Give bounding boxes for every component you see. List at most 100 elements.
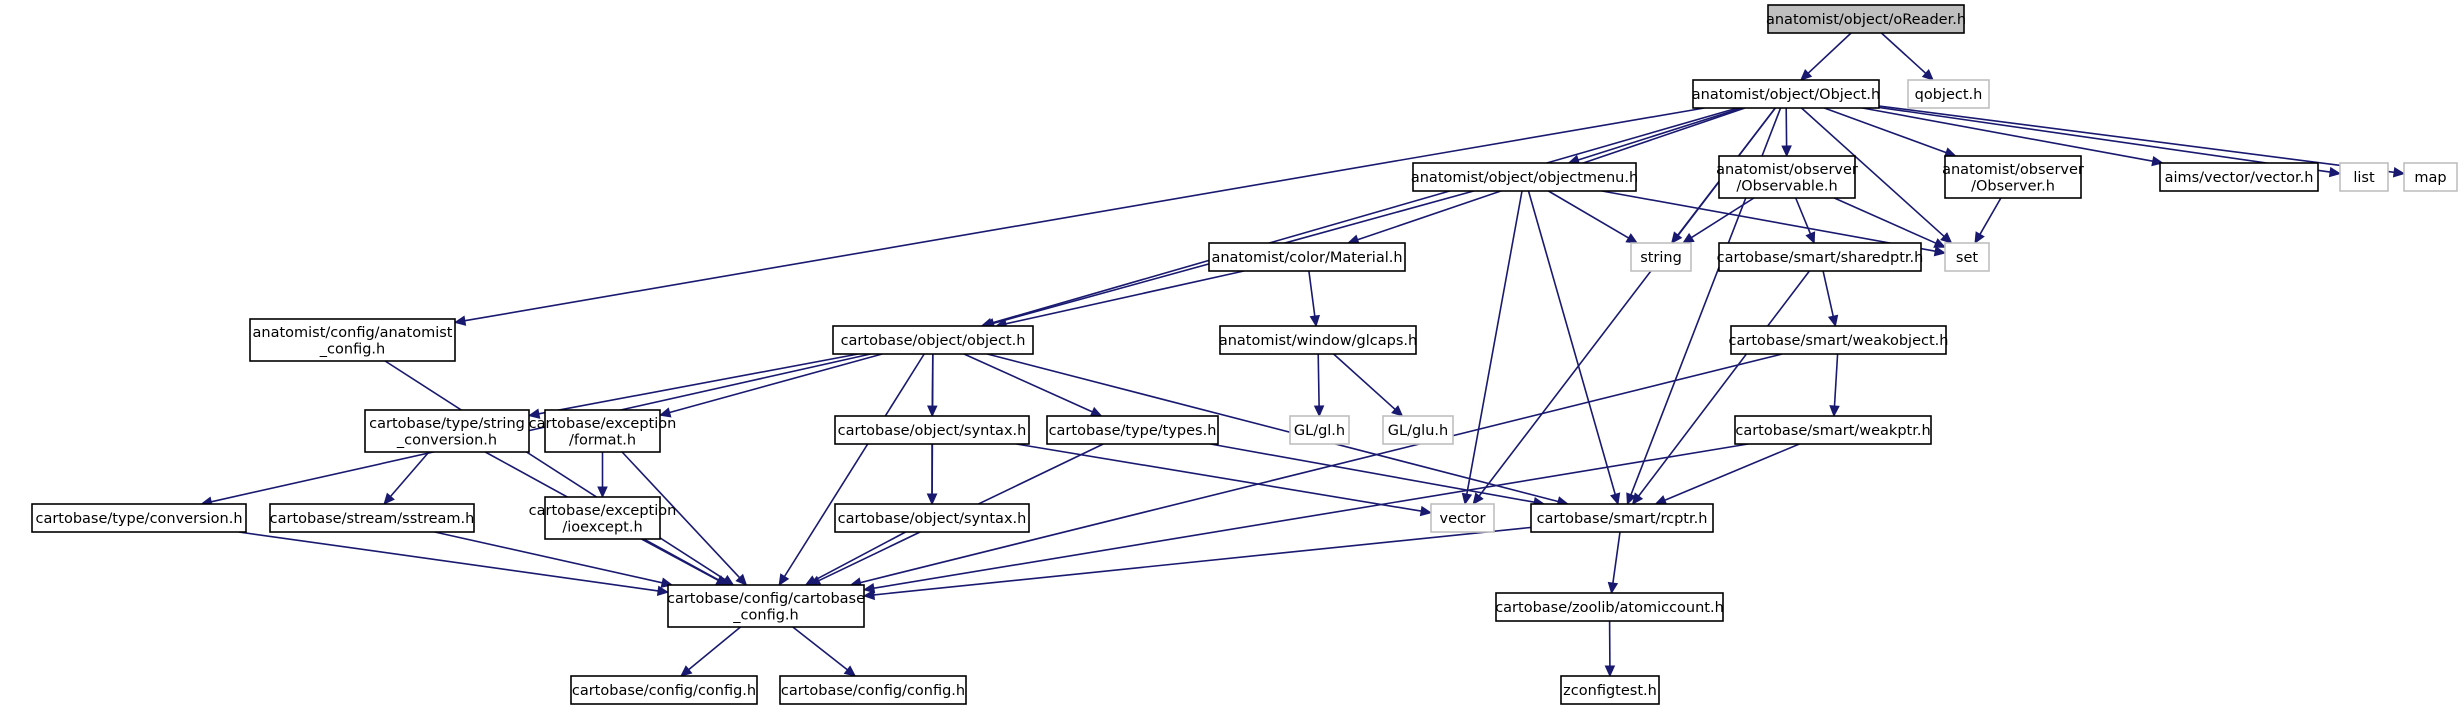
node-label: set bbox=[1956, 250, 1978, 266]
node-box bbox=[249, 318, 456, 362]
node-sstream[interactable]: cartobase/stream/sstream.h bbox=[269, 503, 475, 533]
node-label: list bbox=[2353, 170, 2375, 186]
dependency-edge bbox=[778, 353, 925, 587]
node-excformat[interactable]: cartobase/exception/format.h bbox=[529, 409, 677, 453]
edge-line bbox=[990, 107, 1738, 324]
node-glcaps[interactable]: anatomist/window/glcaps.h bbox=[1219, 325, 1417, 355]
node-label: GL/glu.h bbox=[1388, 423, 1448, 439]
node-box bbox=[1560, 675, 1660, 705]
node-box bbox=[544, 409, 661, 453]
dependency-edge bbox=[453, 107, 1705, 326]
node-label: anatomist/object/oReader.h bbox=[1766, 12, 1966, 28]
edge-arrowhead bbox=[1921, 68, 1935, 81]
edge-line bbox=[1833, 353, 1839, 407]
edge-line bbox=[783, 353, 925, 577]
edge-line bbox=[1601, 190, 1936, 252]
node-cbobject[interactable]: cartobase/object/object.h bbox=[832, 325, 1034, 355]
node-box bbox=[1718, 242, 1922, 272]
node-label: GL/gl.h bbox=[1294, 423, 1345, 439]
node-box bbox=[1382, 415, 1454, 445]
node-observable[interactable]: anatomist/observer/Observable.h bbox=[1716, 155, 1858, 199]
node-box bbox=[1944, 242, 1990, 272]
node-box bbox=[1430, 503, 1495, 533]
node-box bbox=[1495, 592, 1724, 622]
node-syntax1[interactable]: cartobase/object/syntax.h bbox=[834, 415, 1030, 445]
node-config2[interactable]: cartobase/config/config.h bbox=[779, 675, 967, 705]
dependency-edge bbox=[1308, 270, 1321, 328]
edge-arrowhead bbox=[656, 585, 670, 596]
node-oreader[interactable]: anatomist/object/oReader.h bbox=[1766, 4, 1966, 34]
node-stringconv[interactable]: cartobase/type/string_conversion.h bbox=[364, 409, 530, 453]
node-weakobject[interactable]: cartobase/smart/weakobject.h bbox=[1729, 325, 1949, 355]
node-config1[interactable]: cartobase/config/config.h bbox=[570, 675, 758, 705]
node-zconfigtest[interactable]: zconfigtest.h bbox=[1560, 675, 1660, 705]
node-box bbox=[364, 409, 530, 453]
edge-arrowhead bbox=[1461, 492, 1473, 506]
edge-arrowhead bbox=[1799, 68, 1813, 81]
dependency-edge bbox=[1681, 197, 1755, 244]
node-label: cartobase/exception bbox=[529, 503, 677, 519]
node-label: anatomist/window/glcaps.h bbox=[1219, 333, 1417, 349]
dependency-edge bbox=[1878, 105, 2406, 178]
node-object_h[interactable]: anatomist/object/Object.h bbox=[1692, 79, 1880, 109]
node-anaconfig[interactable]: anatomist/config/anatomist_config.h bbox=[249, 318, 456, 362]
node-box bbox=[1412, 162, 1637, 192]
edge-line bbox=[238, 531, 659, 592]
edge-layer bbox=[200, 32, 2406, 678]
edge-line bbox=[1333, 353, 1396, 410]
node-objectmenu[interactable]: anatomist/object/objectmenu.h bbox=[1411, 162, 1638, 192]
node-conversion[interactable]: cartobase/type/conversion.h bbox=[31, 503, 247, 533]
node-ioexcept[interactable]: cartobase/exception/ioexcept.h bbox=[529, 496, 677, 540]
node-box bbox=[2159, 162, 2319, 192]
node-cbconfig[interactable]: cartobase/config/cartobase_config.h bbox=[667, 584, 865, 628]
node-layer: anatomist/object/oReader.h anatomist/obje… bbox=[31, 4, 2458, 705]
edge-line bbox=[1317, 353, 1320, 407]
dependency-edge bbox=[1833, 197, 1947, 248]
node-glh: GL/gl.h bbox=[1289, 415, 1350, 445]
dependency-edge bbox=[849, 353, 1783, 588]
edge-line bbox=[1547, 190, 1629, 239]
node-material[interactable]: anatomist/color/Material.h bbox=[1208, 242, 1406, 272]
dependency-edge bbox=[1527, 190, 1621, 506]
edge-line bbox=[1638, 270, 1811, 497]
node-vector: vector bbox=[1430, 503, 1495, 533]
node-box bbox=[1289, 415, 1350, 445]
edge-arrowhead bbox=[862, 582, 876, 594]
dependency-edge bbox=[1829, 353, 1840, 418]
node-types[interactable]: cartobase/type/types.h bbox=[1046, 415, 1219, 445]
edge-line bbox=[1822, 270, 1834, 317]
edge-line bbox=[1005, 270, 1245, 325]
node-box bbox=[1718, 155, 1856, 199]
edge-arrowhead bbox=[1933, 245, 1947, 257]
edge-arrowhead bbox=[1610, 492, 1621, 506]
node-observer[interactable]: anatomist/observer/Observer.h bbox=[1942, 155, 2084, 199]
dependency-edge bbox=[1799, 32, 1852, 81]
node-box bbox=[1219, 325, 1417, 355]
dependency-edge bbox=[680, 626, 742, 677]
edge-arrowhead bbox=[383, 492, 395, 505]
edge-line bbox=[1016, 443, 1422, 512]
dependency-edge bbox=[1607, 531, 1621, 595]
node-atomiccount[interactable]: cartobase/zoolib/atomiccount.h bbox=[1495, 592, 1724, 622]
node-label: _config.h bbox=[319, 341, 385, 357]
node-box bbox=[570, 675, 758, 705]
edge-arrowhead bbox=[1309, 314, 1321, 328]
edge-line bbox=[1833, 197, 1937, 244]
edge-line bbox=[792, 626, 848, 671]
node-weakptr[interactable]: cartobase/smart/weakptr.h bbox=[1734, 415, 1932, 445]
dependency-edge bbox=[963, 353, 1103, 417]
node-box bbox=[2403, 162, 2458, 192]
edge-arrowhead bbox=[926, 493, 938, 506]
node-label: cartobase/type/string bbox=[369, 416, 525, 432]
node-label: cartobase/object/syntax.h bbox=[838, 423, 1027, 439]
edge-line bbox=[1824, 107, 1947, 154]
edge-arrowhead bbox=[1472, 492, 1484, 505]
node-rcptr[interactable]: cartobase/smart/rcptr.h bbox=[1530, 503, 1714, 533]
node-sharedptr[interactable]: cartobase/smart/sharedptr.h bbox=[1717, 242, 1924, 272]
node-box bbox=[1730, 325, 1947, 355]
node-label: /format.h bbox=[569, 432, 636, 448]
node-aimsvector[interactable]: aims/vector/vector.h bbox=[2159, 162, 2319, 192]
dependency-edge bbox=[621, 451, 748, 586]
node-syntax2[interactable]: cartobase/object/syntax.h bbox=[834, 503, 1030, 533]
node-label: vector bbox=[1440, 511, 1486, 527]
